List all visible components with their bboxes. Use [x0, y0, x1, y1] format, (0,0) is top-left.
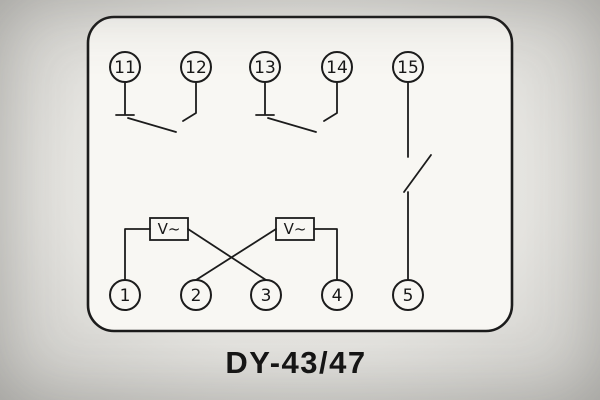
contact-13-14	[255, 81, 338, 133]
terminal-12-label: 12	[185, 58, 207, 78]
terminal-12-circle	[180, 51, 212, 83]
terminal-1: 1	[109, 279, 141, 311]
terminal-13-circle	[249, 51, 281, 83]
terminal-13: 13	[249, 51, 281, 83]
voltmeter-left: V~	[149, 217, 189, 241]
contact-15-5	[403, 81, 432, 281]
terminal-2: 2	[180, 279, 212, 311]
terminal-11-circle	[109, 51, 141, 83]
diagram-title: DY-43/47	[225, 345, 366, 380]
terminal-3-circle	[250, 279, 282, 311]
terminal-11: 11	[109, 51, 141, 83]
terminal-12: 12	[180, 51, 212, 83]
terminal-2-label: 2	[191, 286, 202, 306]
lead-terminal-14	[323, 81, 338, 122]
contact-blade-11-12	[127, 117, 177, 133]
terminal-14-label: 14	[326, 58, 348, 78]
terminal-14: 14	[321, 51, 353, 83]
voltmeter-label-left: V~	[158, 220, 181, 238]
voltmeter-right: V~	[275, 217, 315, 241]
wire-leftbox-to-terminal-1	[124, 228, 151, 281]
lead-terminal-12	[182, 81, 197, 122]
terminal-15-circle	[392, 51, 424, 83]
terminal-5-circle	[392, 279, 424, 311]
terminal-4-circle	[321, 279, 353, 311]
terminal-14-circle	[321, 51, 353, 83]
terminal-11-label: 11	[114, 58, 136, 78]
contact-blade-15	[403, 154, 432, 193]
terminal-15-label: 15	[397, 58, 419, 78]
terminal-5-label: 5	[403, 286, 414, 306]
contact-blade-13-14	[267, 117, 317, 133]
diagram-border	[86, 15, 514, 333]
terminal-15: 15	[392, 51, 424, 83]
terminal-5: 5	[392, 279, 424, 311]
voltmeter-label-right: V~	[284, 220, 307, 238]
terminal-1-circle	[109, 279, 141, 311]
terminal-3-label: 3	[261, 286, 272, 306]
contact-11-12	[115, 81, 197, 133]
wire-rightbox-to-terminal-4	[313, 228, 338, 281]
coil-wiring	[124, 228, 338, 281]
terminal-4-label: 4	[332, 286, 343, 306]
terminal-2-circle	[180, 279, 212, 311]
wire-leftbox-to-terminal-3	[187, 228, 267, 281]
terminal-1-label: 1	[120, 286, 131, 306]
terminal-13-label: 13	[254, 58, 276, 78]
wire-rightbox-to-terminal-2	[195, 228, 277, 281]
terminal-3: 3	[250, 279, 282, 311]
terminal-4: 4	[321, 279, 353, 311]
